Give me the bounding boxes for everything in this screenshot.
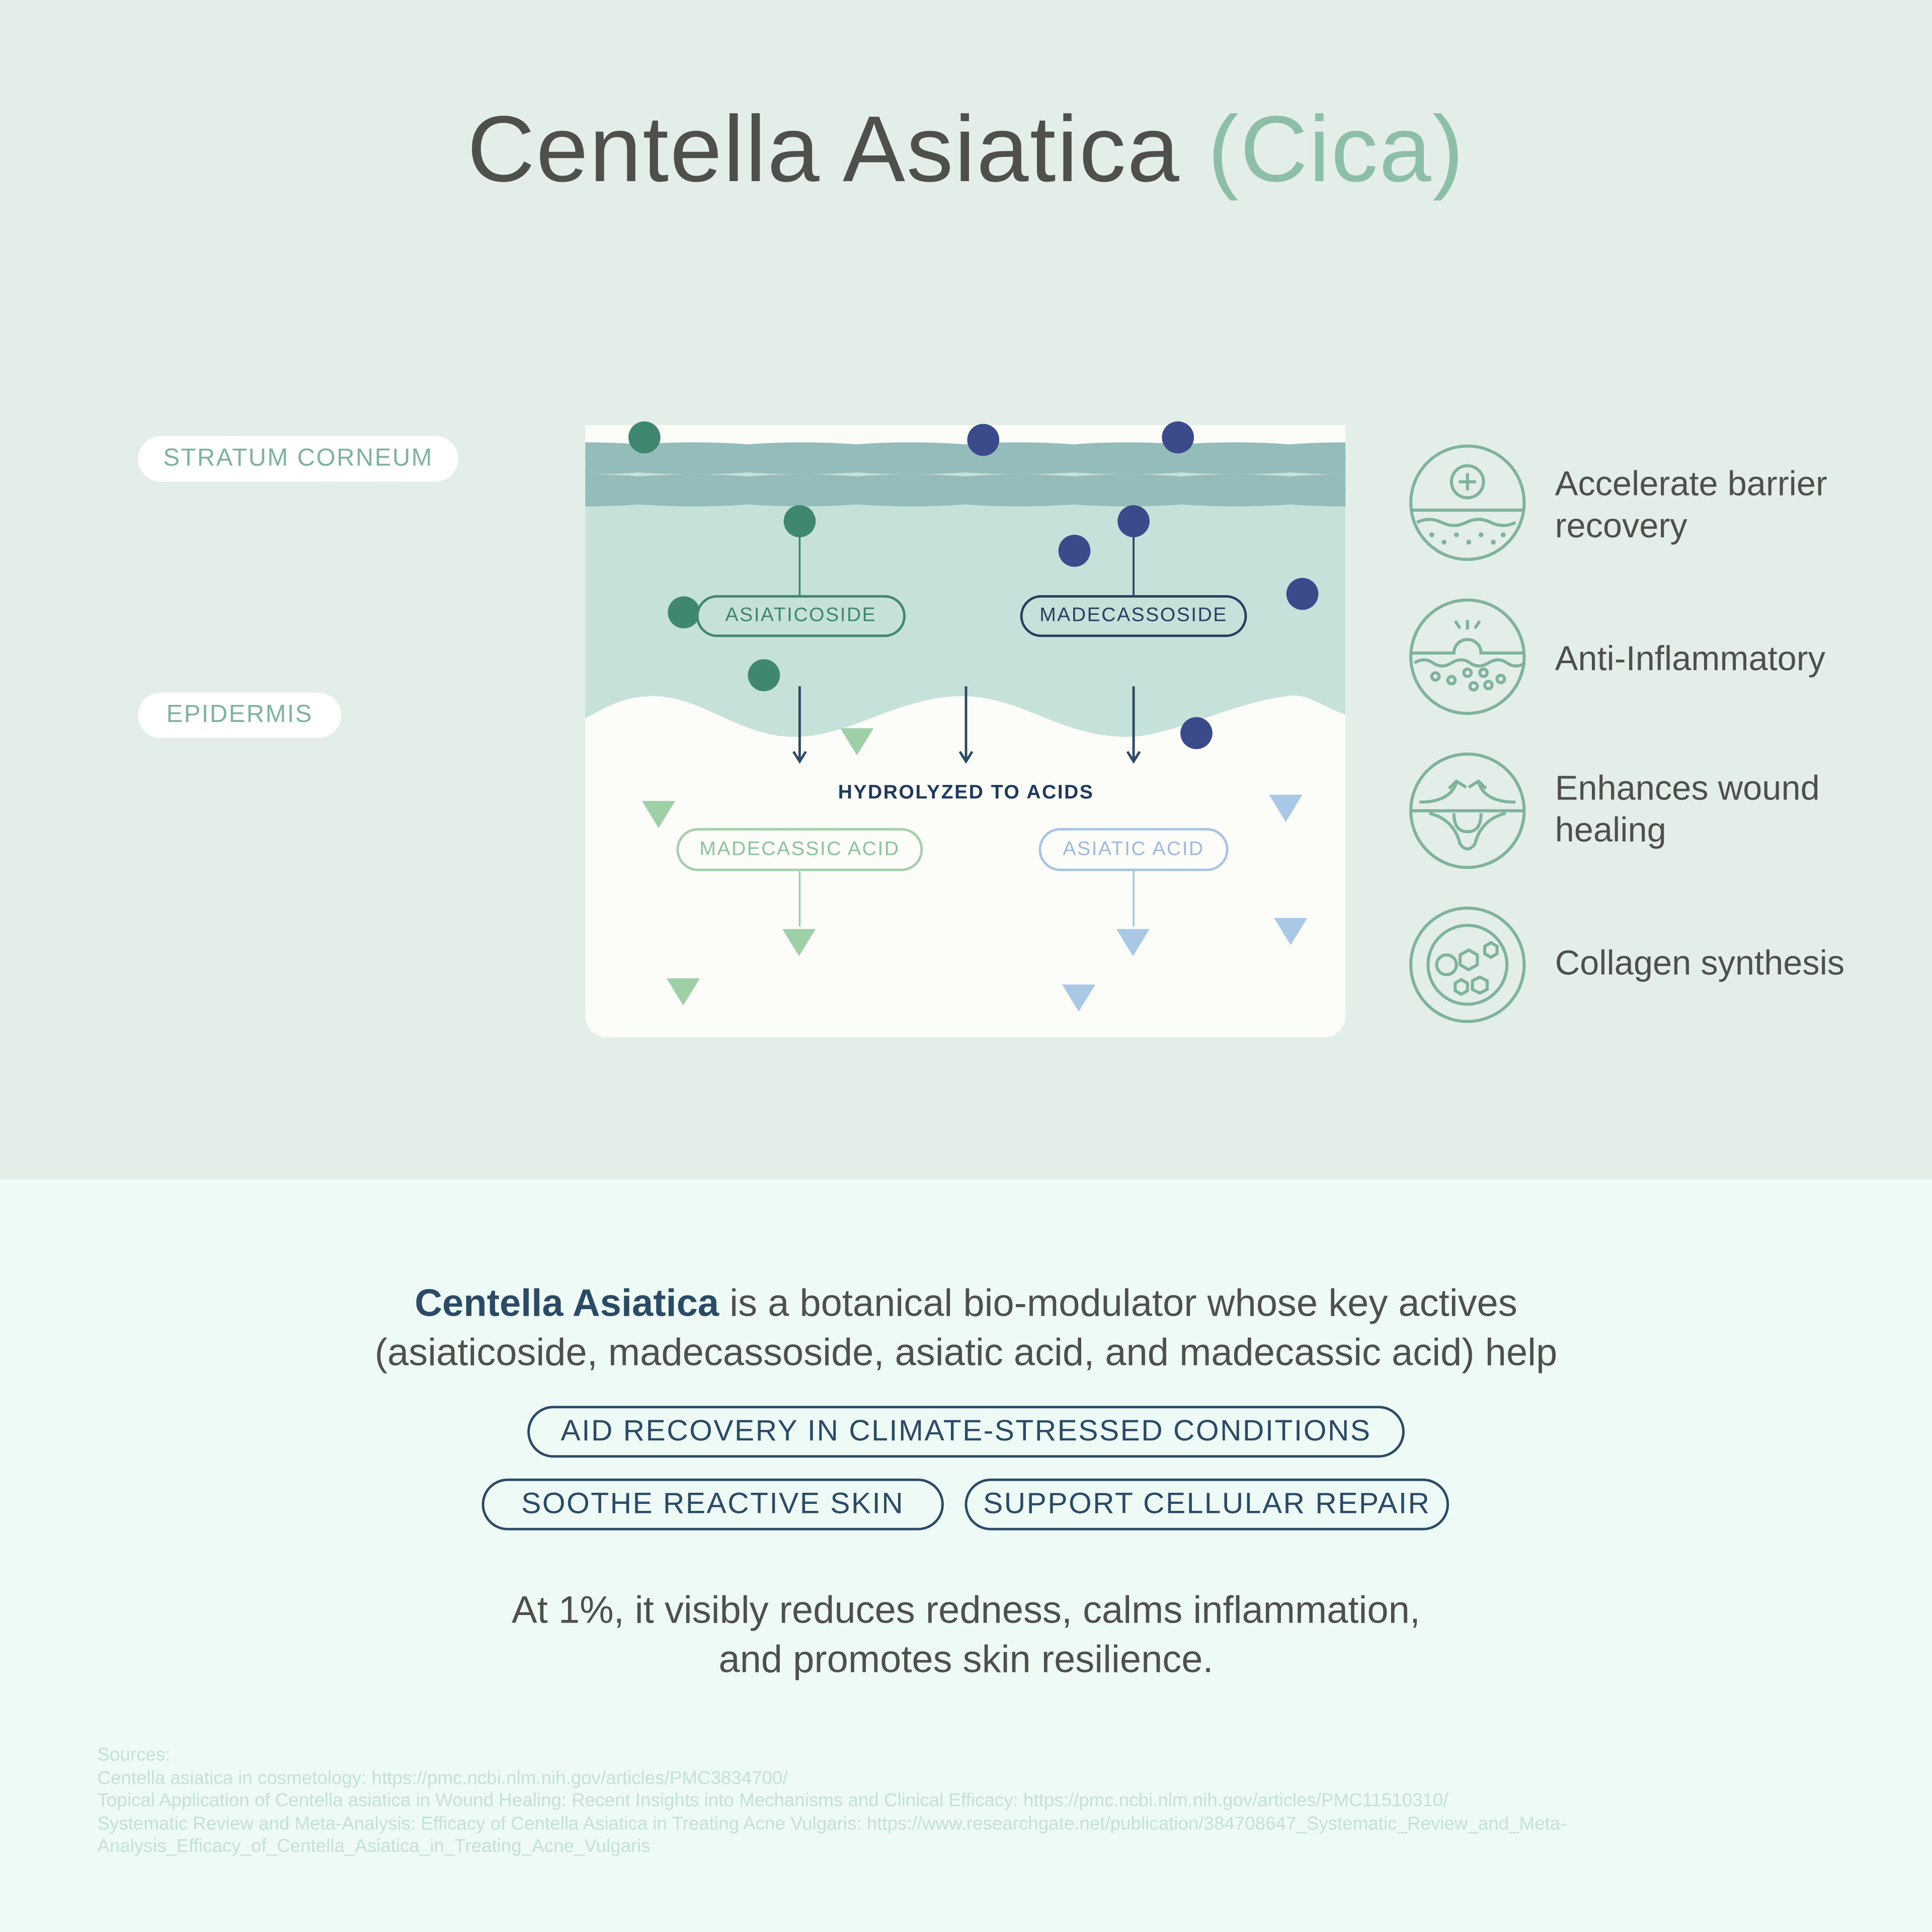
asiatic-acid-triangles — [1062, 794, 1308, 1012]
epidermis-label: EPIDERMIS — [138, 692, 342, 738]
benefit-barrier-recovery: Accelerate barrier recovery — [1555, 464, 1827, 545]
title-accent: (Cica) — [1208, 97, 1465, 202]
benefit-wound-healing: Enhances wound healing — [1555, 769, 1820, 849]
summary-line-1-rest: is a botanical bio-modulator whose key a… — [719, 1281, 1517, 1325]
asiatic-acid-pill: ASIATIC ACID — [1038, 828, 1229, 871]
hydrolyzed-label: HYDROLYZED TO ACIDS — [838, 782, 1094, 803]
summary-line-1: Centella Asiatica is a botanical bio-mod… — [0, 1279, 1932, 1328]
asiaticoside-pill: ASIATICOSIDE — [696, 595, 906, 637]
source-item: Topical Application of Centella asiatica… — [97, 1790, 1448, 1812]
collagen-icon — [1409, 906, 1526, 1023]
source-item: Centella asiatica in cosmetology: https:… — [97, 1767, 788, 1789]
benefit-collagen: Collagen synthesis — [1555, 943, 1845, 982]
sources: Sources: Centella asiatica in cosmetolog… — [97, 1745, 1822, 1859]
summary-highlight: Centella Asiatica — [415, 1281, 719, 1325]
benefit-pill-soothe: SOOTHE REACTIVE SKIN — [481, 1478, 944, 1531]
down-arrow-icons — [792, 686, 1141, 764]
page-title: Centella Asiatica (Cica) — [0, 96, 1932, 203]
bottom-panel — [0, 1179, 1932, 1932]
asiaticoside-molecules — [628, 421, 816, 691]
madecassic-acid-triangles — [641, 728, 874, 1006]
source-item: Systematic Review and Meta-Analysis: Eff… — [97, 1813, 1567, 1857]
sources-heading: Sources: — [97, 1744, 171, 1766]
benefit-anti-inflammatory: Anti-Inflammatory — [1555, 639, 1825, 678]
madecassic-acid-pill: MADECASSIC ACID — [676, 828, 923, 871]
closing-line-1: At 1%, it visibly reduces redness, calms… — [512, 1588, 1420, 1632]
anti-inflammatory-icon — [1409, 598, 1526, 715]
madecassoside-pill: MADECASSOSIDE — [1020, 595, 1247, 637]
wound-healing-icon — [1409, 752, 1526, 869]
summary-line-2: (asiaticoside, madecassoside, asiatic ac… — [374, 1330, 1558, 1374]
madecassoside-molecules — [967, 421, 1319, 749]
benefit-pill-climate: AID RECOVERY IN CLIMATE-STRESSED CONDITI… — [527, 1406, 1405, 1458]
stratum-corneum-label: STRATUM CORNEUM — [138, 436, 459, 482]
barrier-recovery-icon — [1409, 444, 1526, 561]
benefit-pill-repair: SUPPORT CELLULAR REPAIR — [964, 1478, 1450, 1531]
title-main: Centella Asiatica — [467, 97, 1181, 202]
closing-line-2: and promotes skin resilience. — [718, 1637, 1214, 1681]
